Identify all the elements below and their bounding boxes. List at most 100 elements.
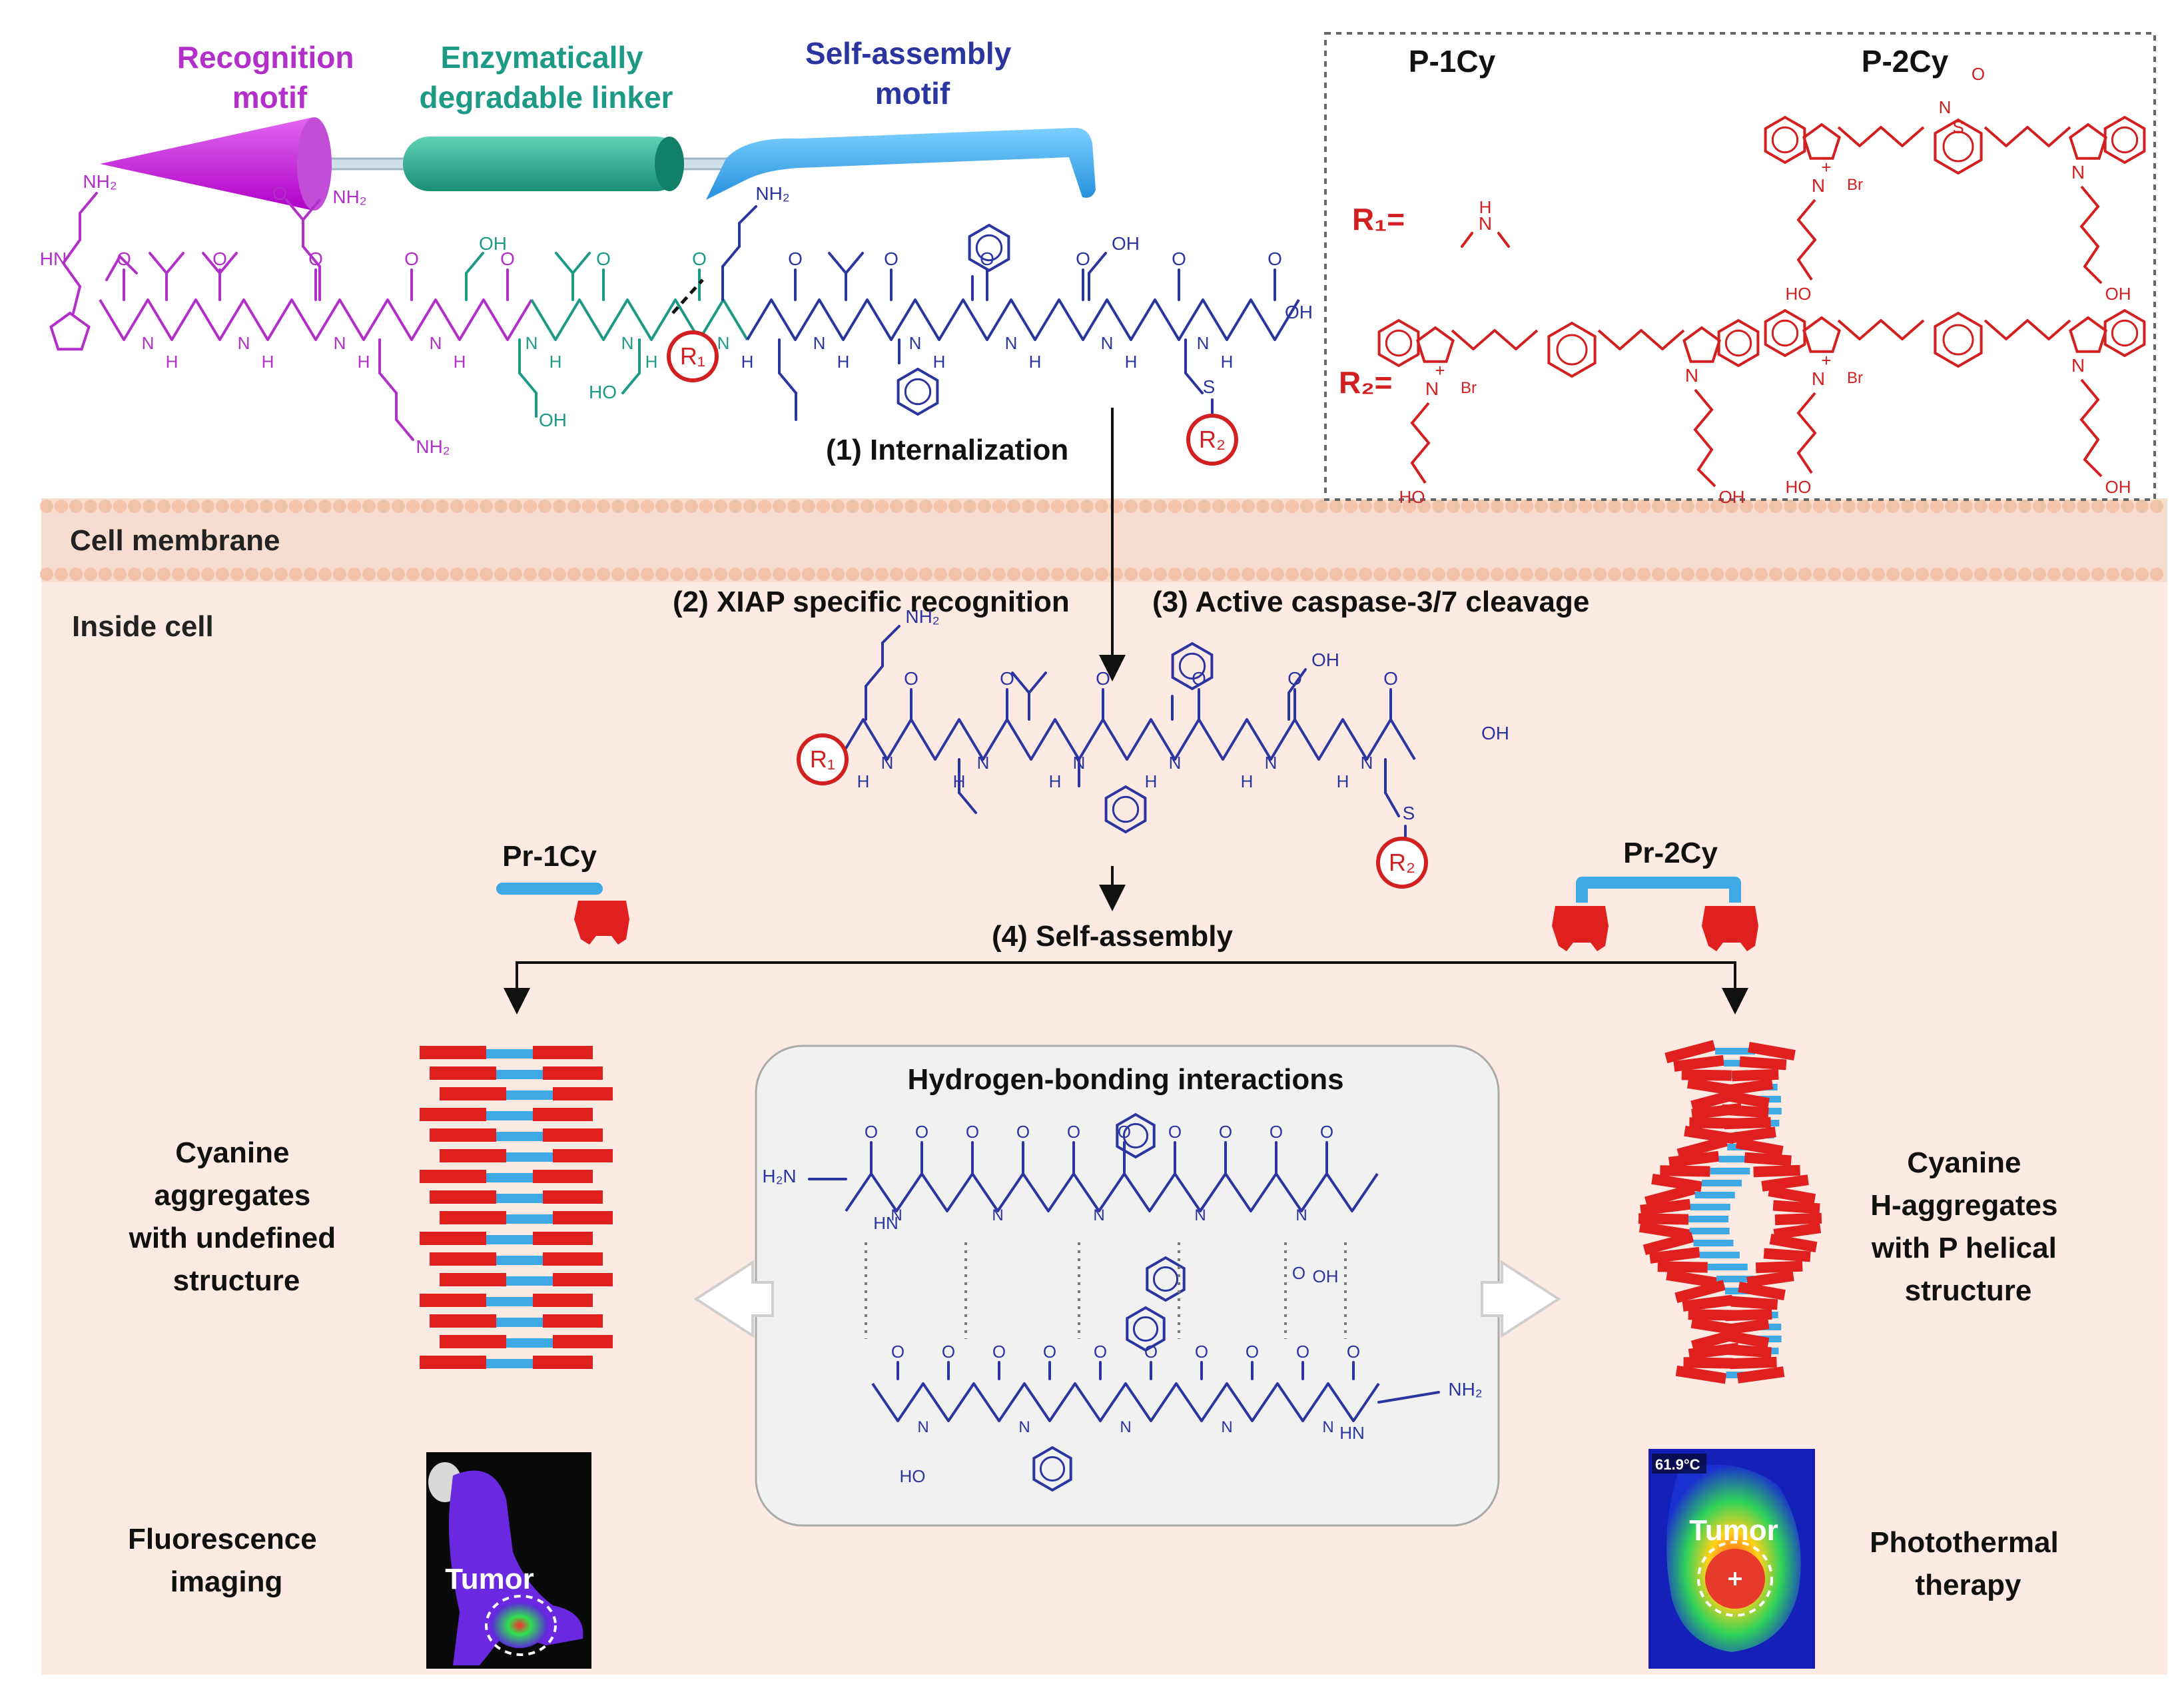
aromatic-circle <box>1112 795 1140 823</box>
lipid-head <box>1124 500 1138 513</box>
lipid-head <box>582 568 595 581</box>
lipid-head <box>1080 500 1094 513</box>
lipid-head <box>157 568 171 581</box>
lipid-head <box>1754 500 1768 513</box>
hbond-title: Hydrogen-bonding interactions <box>907 1063 1343 1096</box>
carbonyl-oxygen: O <box>596 248 611 269</box>
lipid-head <box>1476 500 1489 513</box>
lipid-head <box>1344 568 1357 581</box>
self-assembly-motif-label: Self-assembly motif <box>805 36 1020 111</box>
lipid-head <box>69 568 83 581</box>
helix-blue-segment <box>1693 1240 1734 1246</box>
helix-red-segment <box>1660 1165 1710 1177</box>
lipid-head <box>567 568 581 581</box>
carbonyl-oxygen: O <box>692 248 707 269</box>
stack-blue-segment <box>506 1276 553 1286</box>
lipid-head <box>40 568 53 581</box>
lipid-head <box>1945 568 1958 581</box>
amide-hydrogen: H <box>454 352 466 372</box>
bond-line <box>119 255 138 274</box>
amide-nitrogen: N <box>1322 1418 1333 1436</box>
lipid-head <box>436 568 449 581</box>
cleavage-site-mark <box>671 278 704 314</box>
lipid-head <box>289 568 302 581</box>
lipid-head <box>2062 500 2075 513</box>
r1-marker-mid-text: R₁ <box>810 745 835 773</box>
stack-blue-segment <box>496 1256 543 1265</box>
pr1cy-label: Pr-1Cy <box>502 840 597 873</box>
lipid-head <box>392 568 405 581</box>
lipid-head <box>890 568 903 581</box>
lipid-head <box>289 500 302 513</box>
lipid-head <box>69 500 83 513</box>
asp-hydroxyl: OH <box>479 233 507 254</box>
pr1cy-red-block <box>574 901 629 945</box>
lipid-head <box>494 500 508 513</box>
amine-hn: HN <box>40 248 67 269</box>
r1-h: H <box>1479 197 1492 217</box>
bond-line <box>571 252 591 274</box>
gln-amide: NH₂ <box>332 187 366 207</box>
helix-red-segment <box>1773 1222 1822 1240</box>
amide-nitrogen: N <box>891 1206 902 1224</box>
lipid-head <box>1623 568 1636 581</box>
lipid-head <box>1432 500 1445 513</box>
lipid-head <box>2121 500 2134 513</box>
helix-blue-segment <box>1688 1216 1729 1222</box>
lipid-head <box>2018 568 2031 581</box>
amide-hydrogen: H <box>645 352 658 372</box>
p1cy-r2-linker-left <box>1410 402 1431 484</box>
backbone-chain <box>845 1172 1379 1212</box>
p2cy-oxygen: O <box>1972 64 1985 84</box>
lipid-head <box>99 568 112 581</box>
assembly-blade <box>706 127 1096 200</box>
helix-red-segment <box>1739 1056 1787 1070</box>
lipid-head <box>230 500 244 513</box>
stack-red-segment <box>533 1232 593 1245</box>
p2cy-top-cyclohexene <box>1934 118 1983 175</box>
c-terminal-oh: OH <box>1285 302 1313 322</box>
cys-sulfur: S <box>1203 376 1216 397</box>
stack-red-segment <box>420 1108 486 1121</box>
pr1cy-blue-bar <box>496 883 603 895</box>
linker-label: Enzymatically degradable linker <box>420 40 673 115</box>
backbone-chain <box>1837 319 1925 340</box>
lipid-head <box>1520 500 1533 513</box>
amide-nitrogen: N <box>430 333 442 353</box>
r2-marker-top-text: R₂ <box>1199 426 1226 453</box>
lipid-head <box>802 500 815 513</box>
lipid-head <box>406 500 420 513</box>
lipid-head <box>1784 500 1797 513</box>
carbonyl-oxygen: O <box>966 1122 979 1142</box>
helix-blue-segment <box>1716 1276 1757 1282</box>
lipid-head <box>1359 568 1372 581</box>
amide-nitrogen: N <box>813 333 826 353</box>
lipid-head <box>1183 500 1196 513</box>
stack-blue-segment <box>496 1070 543 1079</box>
lipid-head <box>186 568 200 581</box>
amide-nitrogen: N <box>1221 1418 1232 1436</box>
amide-hydrogen: H <box>837 352 850 372</box>
bond-line <box>518 372 538 394</box>
amide-nitrogen: N <box>334 333 346 353</box>
carbonyl-oxygen: O <box>865 1122 878 1142</box>
p2cy-top-ho-left: HO <box>1786 284 1812 304</box>
lipid-head <box>40 500 53 513</box>
backbone-chain <box>530 298 749 341</box>
lipid-head <box>1710 500 1724 513</box>
helix-red-segment <box>1682 1294 1733 1312</box>
backbone-chain <box>1451 329 1539 350</box>
lipid-head <box>1329 568 1343 581</box>
lipid-head <box>1022 500 1035 513</box>
lipid-head <box>1007 568 1020 581</box>
bond-line <box>1028 671 1047 694</box>
stack-red-segment <box>533 1170 593 1183</box>
lipid-head <box>1080 568 1094 581</box>
lipid-head <box>2077 500 2090 513</box>
amide-hydrogen: H <box>857 771 870 791</box>
carbonyl-oxygen: O <box>1347 1342 1360 1362</box>
lipid-head <box>890 500 903 513</box>
lipid-head <box>1696 500 1709 513</box>
glu-blue-hydroxyl: OH <box>1112 233 1140 254</box>
